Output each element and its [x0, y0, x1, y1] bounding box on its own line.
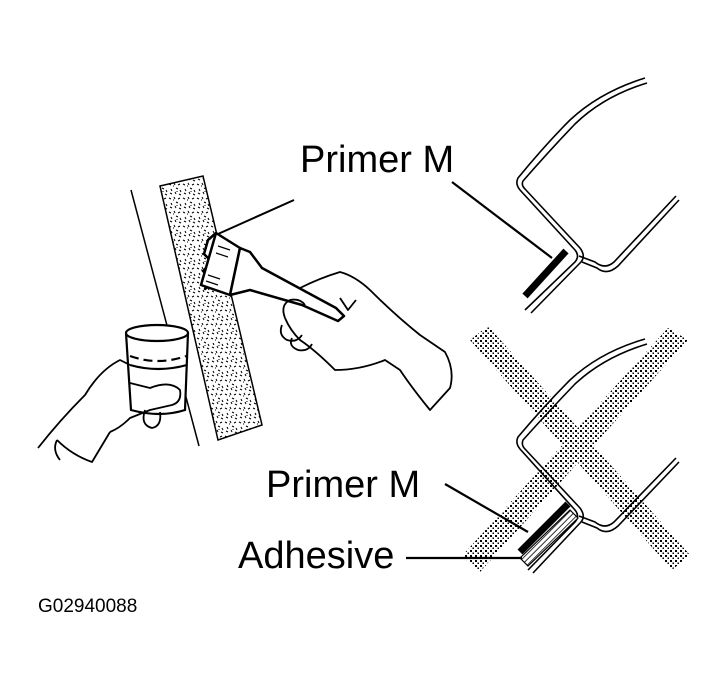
adhesive-label: Adhesive — [238, 535, 395, 577]
left-hand-icon — [37, 359, 182, 463]
primer-m-label-bottom: Primer M — [266, 464, 421, 506]
leader-line-primer-top — [451, 181, 553, 259]
glass-edge-line — [130, 189, 200, 447]
weatherstrip-section-top — [516, 77, 680, 314]
primer-m-label-top: Primer M — [300, 139, 455, 181]
adhesive-layer — [519, 509, 579, 567]
brush-icon — [199, 231, 346, 323]
leader-line-primer-bottom — [444, 483, 529, 533]
brush-bristle-lines — [205, 245, 231, 286]
leader-line-primer-brush — [217, 199, 295, 235]
right-hand-icon — [279, 271, 453, 411]
glass-primer-strip — [159, 175, 263, 441]
figure-code: G02940088 — [38, 596, 138, 617]
primer-strip-bottom — [517, 501, 571, 555]
primer-strip-top — [522, 248, 569, 299]
x-mark-icon — [462, 326, 690, 572]
weatherstrip-section-bottom — [516, 338, 680, 574]
primer-cup-icon — [124, 323, 190, 416]
